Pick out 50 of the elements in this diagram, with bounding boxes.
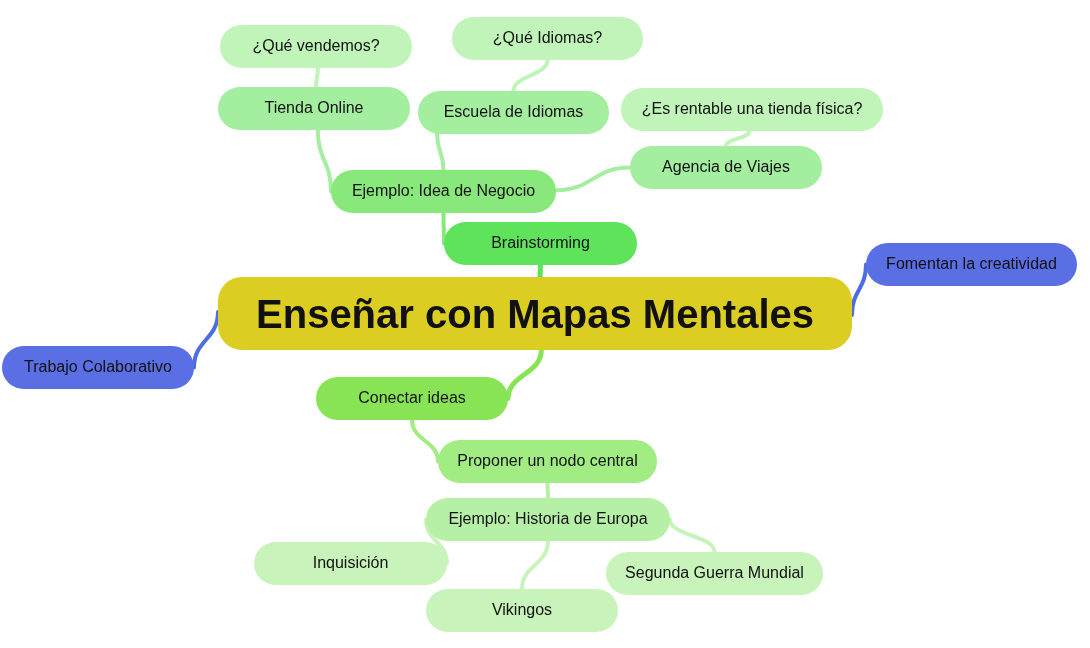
topic-pill	[218, 87, 410, 130]
branch-connector	[554, 165, 632, 193]
branch-connector	[313, 66, 320, 89]
topic-text: Segunda Guerra Mundial	[625, 564, 804, 583]
branch-connector	[435, 132, 446, 172]
branch-connector	[505, 347, 544, 401]
topic-pill	[426, 589, 618, 632]
branch-connector	[441, 211, 446, 246]
branch-connector	[537, 262, 543, 280]
branch-connector	[424, 517, 449, 566]
branch-connector	[520, 539, 550, 591]
topic-text: Vikingos	[491, 601, 553, 620]
topic-pill	[426, 498, 670, 541]
branch-connector	[668, 517, 717, 554]
topic-pill	[444, 222, 637, 265]
topic-pill	[452, 17, 643, 60]
topic-pill	[418, 91, 609, 134]
branch-connector	[545, 481, 550, 500]
topic-pill	[621, 88, 883, 131]
topic-text: ¿Es rentable una tienda física?	[641, 100, 863, 119]
topic-text: Ejemplo: Historia de Europa	[448, 510, 648, 529]
topic-pill	[254, 542, 447, 585]
topic-text: ¿Qué Idiomas?	[492, 29, 603, 48]
topic-text: Brainstorming	[491, 234, 590, 253]
topic-text: Tienda Online	[264, 99, 364, 118]
topic-text: Conectar ideas	[358, 389, 466, 408]
topic-pill	[866, 243, 1077, 286]
topic-text: Fomentan la creatividad	[886, 255, 1057, 274]
branch-connector	[511, 58, 550, 93]
topic-text: Inquisición	[312, 554, 389, 573]
topic-pill	[316, 377, 508, 420]
topic-pill	[2, 346, 194, 389]
topic-pill	[220, 25, 412, 68]
branch-connector	[410, 418, 440, 464]
branch-connector	[724, 129, 752, 148]
topic-pill	[606, 552, 823, 595]
topic-pill	[630, 146, 822, 189]
central-topic-box	[218, 277, 852, 350]
topic-pill	[331, 170, 556, 213]
topic-text: Agencia de Viajes	[662, 158, 790, 177]
topic-text: Trabajo Colaborativo	[24, 358, 172, 377]
branch-connector	[850, 262, 868, 317]
branch-connector	[192, 310, 220, 370]
branch-connector	[315, 128, 333, 194]
topic-pill	[438, 440, 657, 483]
topic-text: Ejemplo: Idea de Negocio	[351, 182, 536, 201]
central-topic-text: Enseñar con Mapas Mentales	[256, 290, 814, 337]
topic-text: Proponer un nodo central	[457, 452, 638, 471]
topic-text: ¿Qué vendemos?	[252, 37, 380, 56]
topic-text: Escuela de Idiomas	[443, 103, 584, 122]
